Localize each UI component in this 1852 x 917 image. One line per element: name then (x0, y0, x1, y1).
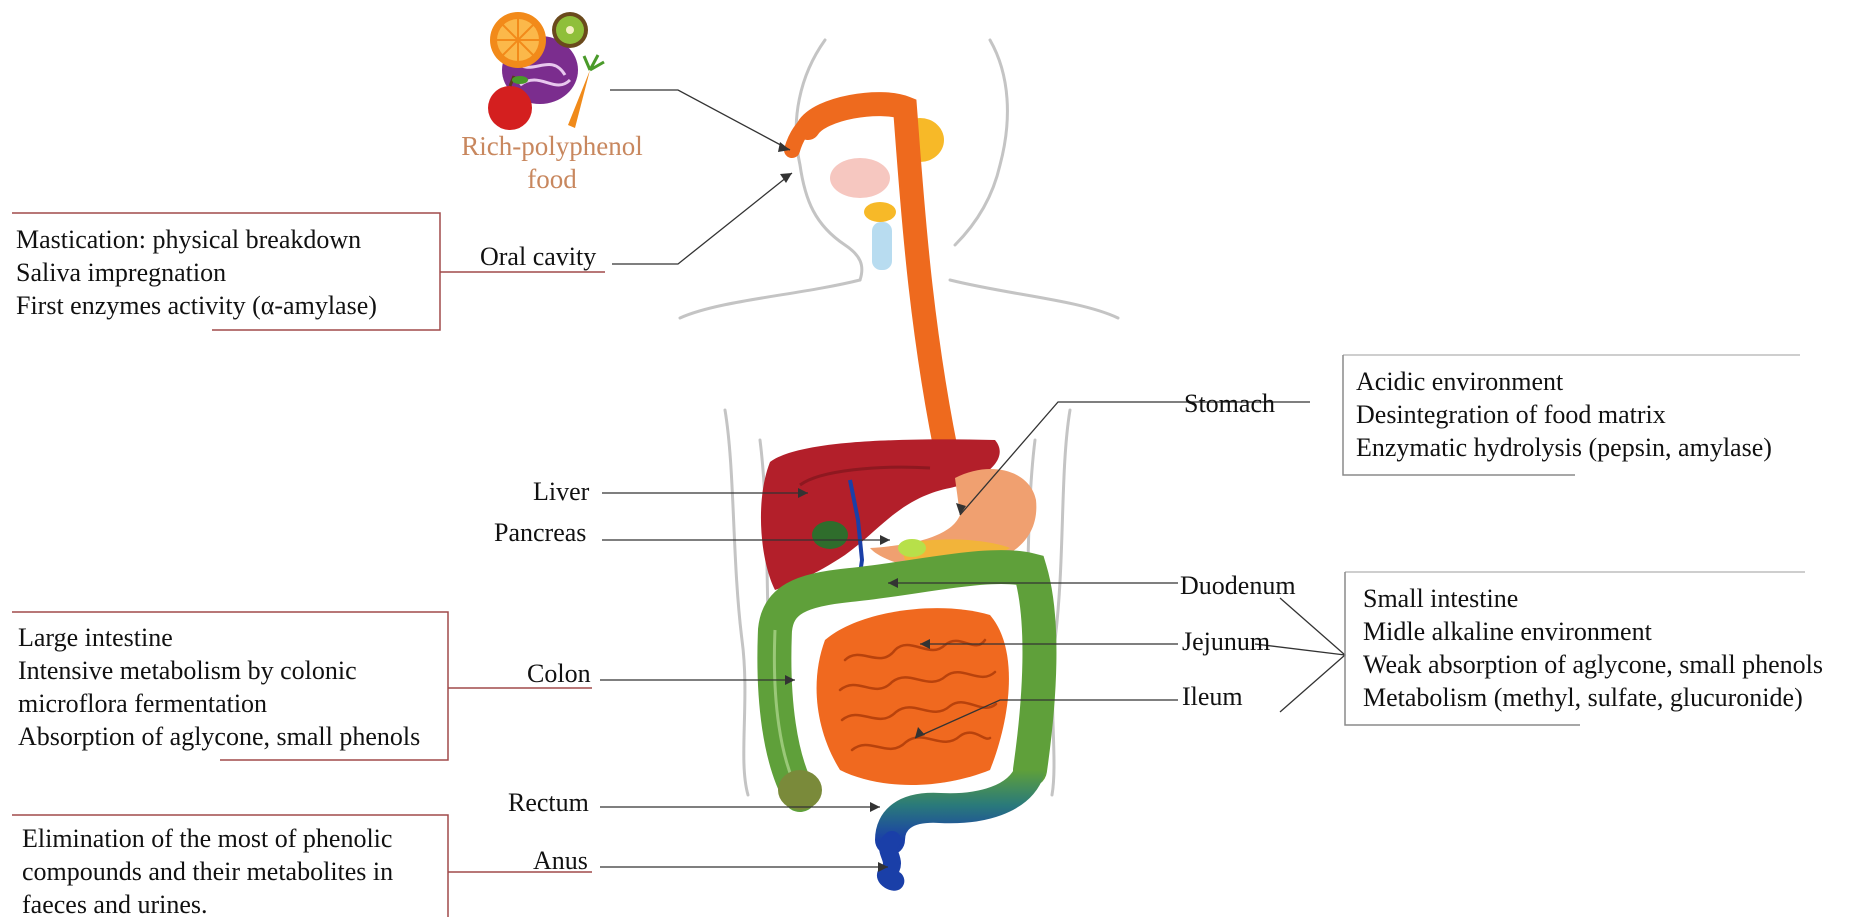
elimination-description: Elimination of the most of phenolic comp… (22, 822, 393, 917)
small-intestine (817, 608, 1009, 785)
stomach-line: Acidic environment (1356, 365, 1772, 398)
food-title-line1: Rich-polyphenol (452, 130, 652, 163)
large-intestine-line: microflora fermentation (18, 687, 420, 720)
label-colon: Colon (527, 659, 591, 689)
gallbladder (812, 521, 848, 549)
label-pancreas: Pancreas (494, 518, 586, 548)
oral-line: First enzymes activity (α-amylase) (16, 289, 377, 322)
label-anus: Anus (533, 846, 588, 876)
label-stomach: Stomach (1184, 389, 1275, 419)
small-intestine-line: Metabolism (methyl, sulfate, glucuronide… (1363, 681, 1823, 714)
label-liver: Liver (533, 477, 589, 507)
elimination-line: compounds and their metabolites in (22, 855, 393, 888)
small-intestine-description: Small intestine Midle alkaline environme… (1363, 582, 1823, 714)
large-intestine-line: Intensive metabolism by colonic (18, 654, 420, 687)
oral-line: Saliva impregnation (16, 256, 377, 289)
label-rectum: Rectum (508, 788, 589, 818)
small-intestine-line: Weak absorption of aglycone, small pheno… (1363, 648, 1823, 681)
large-intestine-description: Large intestine Intensive metabolism by … (18, 621, 420, 753)
label-oral-cavity: Oral cavity (480, 242, 596, 272)
kiwi-icon (552, 12, 588, 48)
food-title-line2: food (452, 163, 652, 196)
label-ileum: Ileum (1182, 682, 1243, 712)
label-duodenum: Duodenum (1180, 571, 1296, 601)
food-title: Rich-polyphenol food (452, 130, 652, 196)
large-intestine-line: Absorption of aglycone, small phenols (18, 720, 420, 753)
stomach-line: Desintegration of food matrix (1356, 398, 1772, 431)
food-illustration (488, 12, 604, 130)
small-intestine-line: Midle alkaline environment (1363, 615, 1823, 648)
oral-cavity-description: Mastication: physical breakdown Saliva i… (16, 223, 377, 322)
oral-line: Mastication: physical breakdown (16, 223, 377, 256)
label-jejunum: Jejunum (1182, 627, 1270, 657)
small-intestine-line: Small intestine (1363, 582, 1823, 615)
elimination-line: faeces and urines. (22, 888, 393, 917)
orange-icon (490, 12, 546, 68)
stomach-line: Enzymatic hydrolysis (pepsin, amylase) (1356, 431, 1772, 464)
anus (886, 840, 895, 882)
elimination-line: Elimination of the most of phenolic (22, 822, 393, 855)
large-intestine-line: Large intestine (18, 621, 420, 654)
stomach-description: Acidic environment Desintegration of foo… (1356, 365, 1772, 464)
